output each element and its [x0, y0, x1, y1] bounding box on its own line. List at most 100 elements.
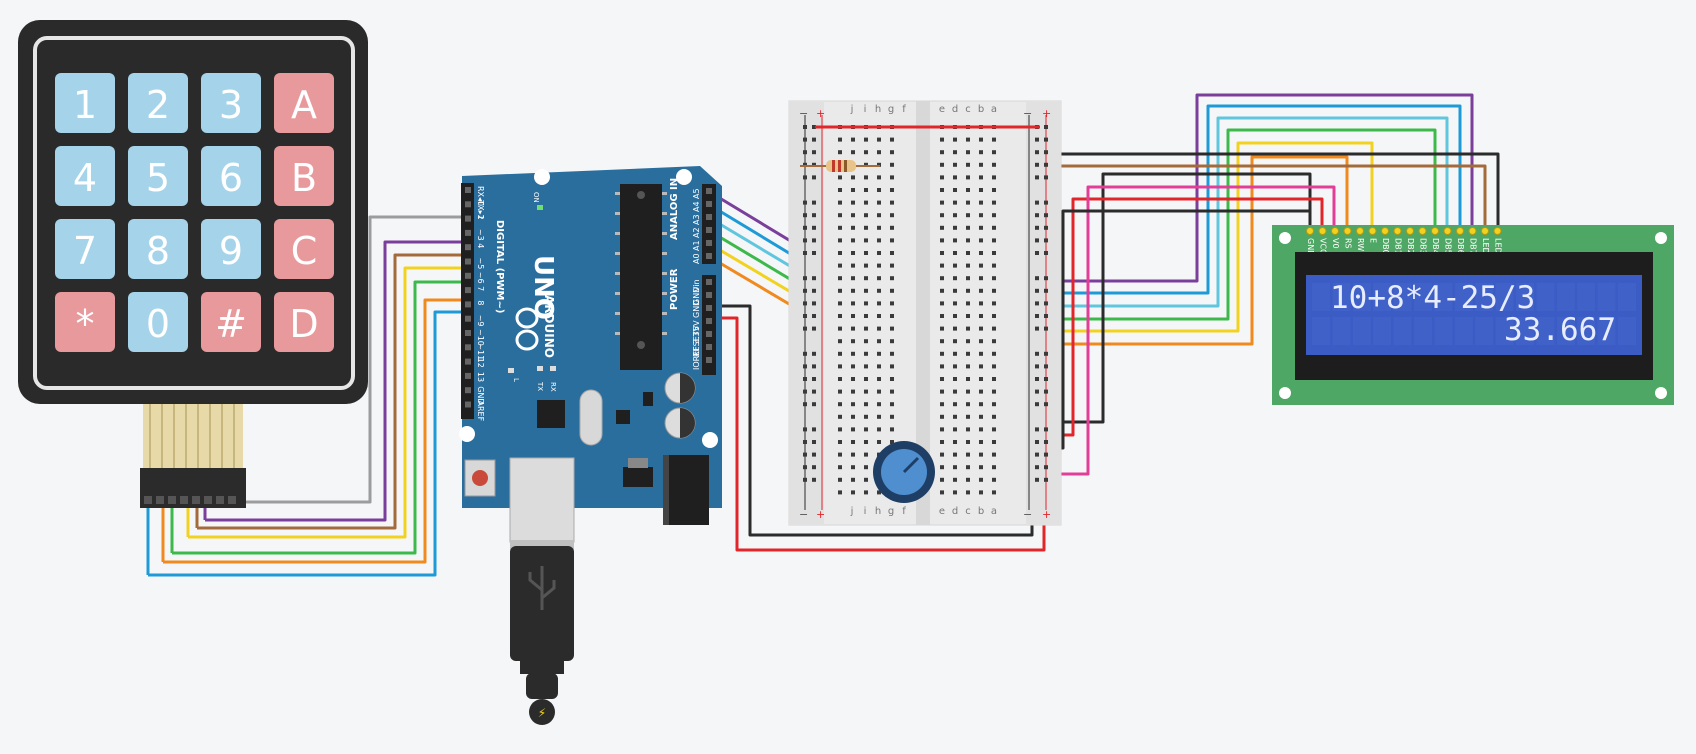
power-pin[interactable]: [706, 279, 712, 285]
wire-lcd-led-k[interactable]: [1035, 152, 1500, 228]
wire-lcd-db4[interactable]: [903, 128, 1437, 321]
wire-green[interactable]: [172, 280, 468, 555]
wire-lcd-gnd[interactable]: [1035, 172, 1312, 424]
wire-yellow[interactable]: [188, 266, 468, 539]
digital-pin-label: 8: [476, 300, 485, 305]
digital-pin[interactable]: [465, 387, 471, 394]
digital-pin[interactable]: [465, 344, 471, 351]
wire-lcd-db6[interactable]: [903, 104, 1462, 295]
potentiometer[interactable]: [873, 441, 935, 503]
digital-pin[interactable]: [465, 372, 471, 379]
power-pin[interactable]: [706, 318, 712, 324]
lcd-pin[interactable]: [1431, 227, 1439, 235]
key-9[interactable]: [201, 219, 261, 279]
rail-minus-label: −: [799, 508, 808, 521]
digital-pin[interactable]: [465, 358, 471, 365]
lcd-pin[interactable]: [1306, 227, 1314, 235]
lcd-pin[interactable]: [1318, 227, 1327, 235]
analog-pin-label: A5: [692, 188, 701, 199]
key-6[interactable]: [201, 146, 261, 206]
key-3[interactable]: [201, 73, 261, 133]
digital-pin[interactable]: [465, 287, 471, 294]
lcd-pin[interactable]: [1468, 227, 1477, 235]
lcd-pin[interactable]: [1393, 227, 1402, 235]
wire-purple[interactable]: [205, 240, 468, 522]
digital-pin[interactable]: [465, 401, 471, 408]
analog-pin[interactable]: [706, 188, 712, 194]
wire-gray[interactable]: [237, 215, 468, 504]
analog-pin[interactable]: [706, 240, 712, 246]
digital-pin[interactable]: [465, 258, 471, 265]
lcd-pin-label: DB2: [1406, 238, 1415, 255]
digital-pin[interactable]: [465, 229, 471, 236]
digital-pin[interactable]: [465, 272, 471, 279]
digital-pin[interactable]: [465, 330, 471, 336]
lcd-pin[interactable]: [1456, 227, 1464, 235]
digital-pin-label: ~11: [476, 343, 485, 360]
key-A[interactable]: [274, 73, 334, 133]
key-B[interactable]: [274, 146, 334, 206]
key-*[interactable]: [55, 292, 115, 352]
analog-pin[interactable]: [706, 214, 712, 220]
key-1[interactable]: [55, 73, 115, 133]
key-#[interactable]: [201, 292, 261, 352]
lcd-line2: 33.667: [1504, 312, 1616, 348]
lcd-pin[interactable]: [1481, 227, 1489, 235]
power-pin[interactable]: [706, 331, 712, 337]
key-2[interactable]: [128, 73, 188, 133]
digital-header-label: DIGITAL (PWM~): [494, 220, 505, 313]
digital-pin[interactable]: [465, 187, 471, 193]
power-pin[interactable]: [706, 344, 712, 350]
analog-pin[interactable]: [706, 253, 712, 259]
key-0[interactable]: [128, 292, 188, 352]
wire-5v[interactable]: [708, 316, 1046, 552]
analog-pin[interactable]: [706, 201, 712, 207]
key-D[interactable]: [274, 292, 334, 352]
wire-orange[interactable]: [163, 298, 468, 564]
lcd-pin[interactable]: [1368, 227, 1377, 235]
column-label: e: [939, 506, 945, 517]
power-jack: [663, 455, 709, 525]
key-label: 5: [146, 156, 170, 200]
keypad-border: [33, 36, 355, 390]
rail-plus-label: +: [1042, 107, 1051, 120]
digital-pin[interactable]: [465, 215, 471, 222]
lcd-pin[interactable]: [1331, 227, 1339, 235]
lcd-pin[interactable]: [1381, 227, 1389, 235]
wire-brown[interactable]: [197, 253, 468, 530]
wire-lcd-rs[interactable]: [903, 155, 1349, 346]
digital-pin[interactable]: [465, 315, 471, 322]
digital-pin-label: GND: [476, 386, 485, 404]
lcd-pin[interactable]: [1493, 227, 1502, 235]
wire-lcd-e[interactable]: [903, 141, 1374, 333]
wire-lcd-led-a[interactable]: [880, 164, 1487, 228]
wire-blue[interactable]: [148, 310, 468, 577]
power-pin[interactable]: [706, 292, 712, 298]
lcd-pin-label: DB1: [1394, 238, 1403, 255]
lcd-pin[interactable]: [1443, 227, 1452, 235]
power-pin[interactable]: [706, 305, 712, 311]
wire-lcd-v0[interactable]: [1035, 185, 1336, 476]
key-8[interactable]: [128, 219, 188, 279]
wire-lcd-db7[interactable]: [903, 93, 1474, 283]
column-label: i: [864, 104, 867, 115]
resistor[interactable]: [800, 160, 880, 172]
digital-pin[interactable]: [465, 244, 471, 251]
lcd-pin[interactable]: [1343, 227, 1352, 235]
lcd-pin[interactable]: [1418, 227, 1427, 235]
key-7[interactable]: [55, 219, 115, 279]
digital-pin[interactable]: [465, 201, 471, 208]
key-C[interactable]: [274, 219, 334, 279]
analog-pin[interactable]: [706, 227, 712, 233]
key-5[interactable]: [128, 146, 188, 206]
key-4[interactable]: [55, 146, 115, 206]
power-pin[interactable]: [706, 357, 712, 363]
lcd-pin[interactable]: [1356, 227, 1364, 235]
power-pin-label: RESET: [692, 331, 701, 357]
analog-pin-label: A4: [692, 201, 701, 212]
digital-pin[interactable]: [465, 301, 471, 308]
column-label: g: [888, 506, 894, 517]
lcd-pin[interactable]: [1406, 227, 1414, 235]
